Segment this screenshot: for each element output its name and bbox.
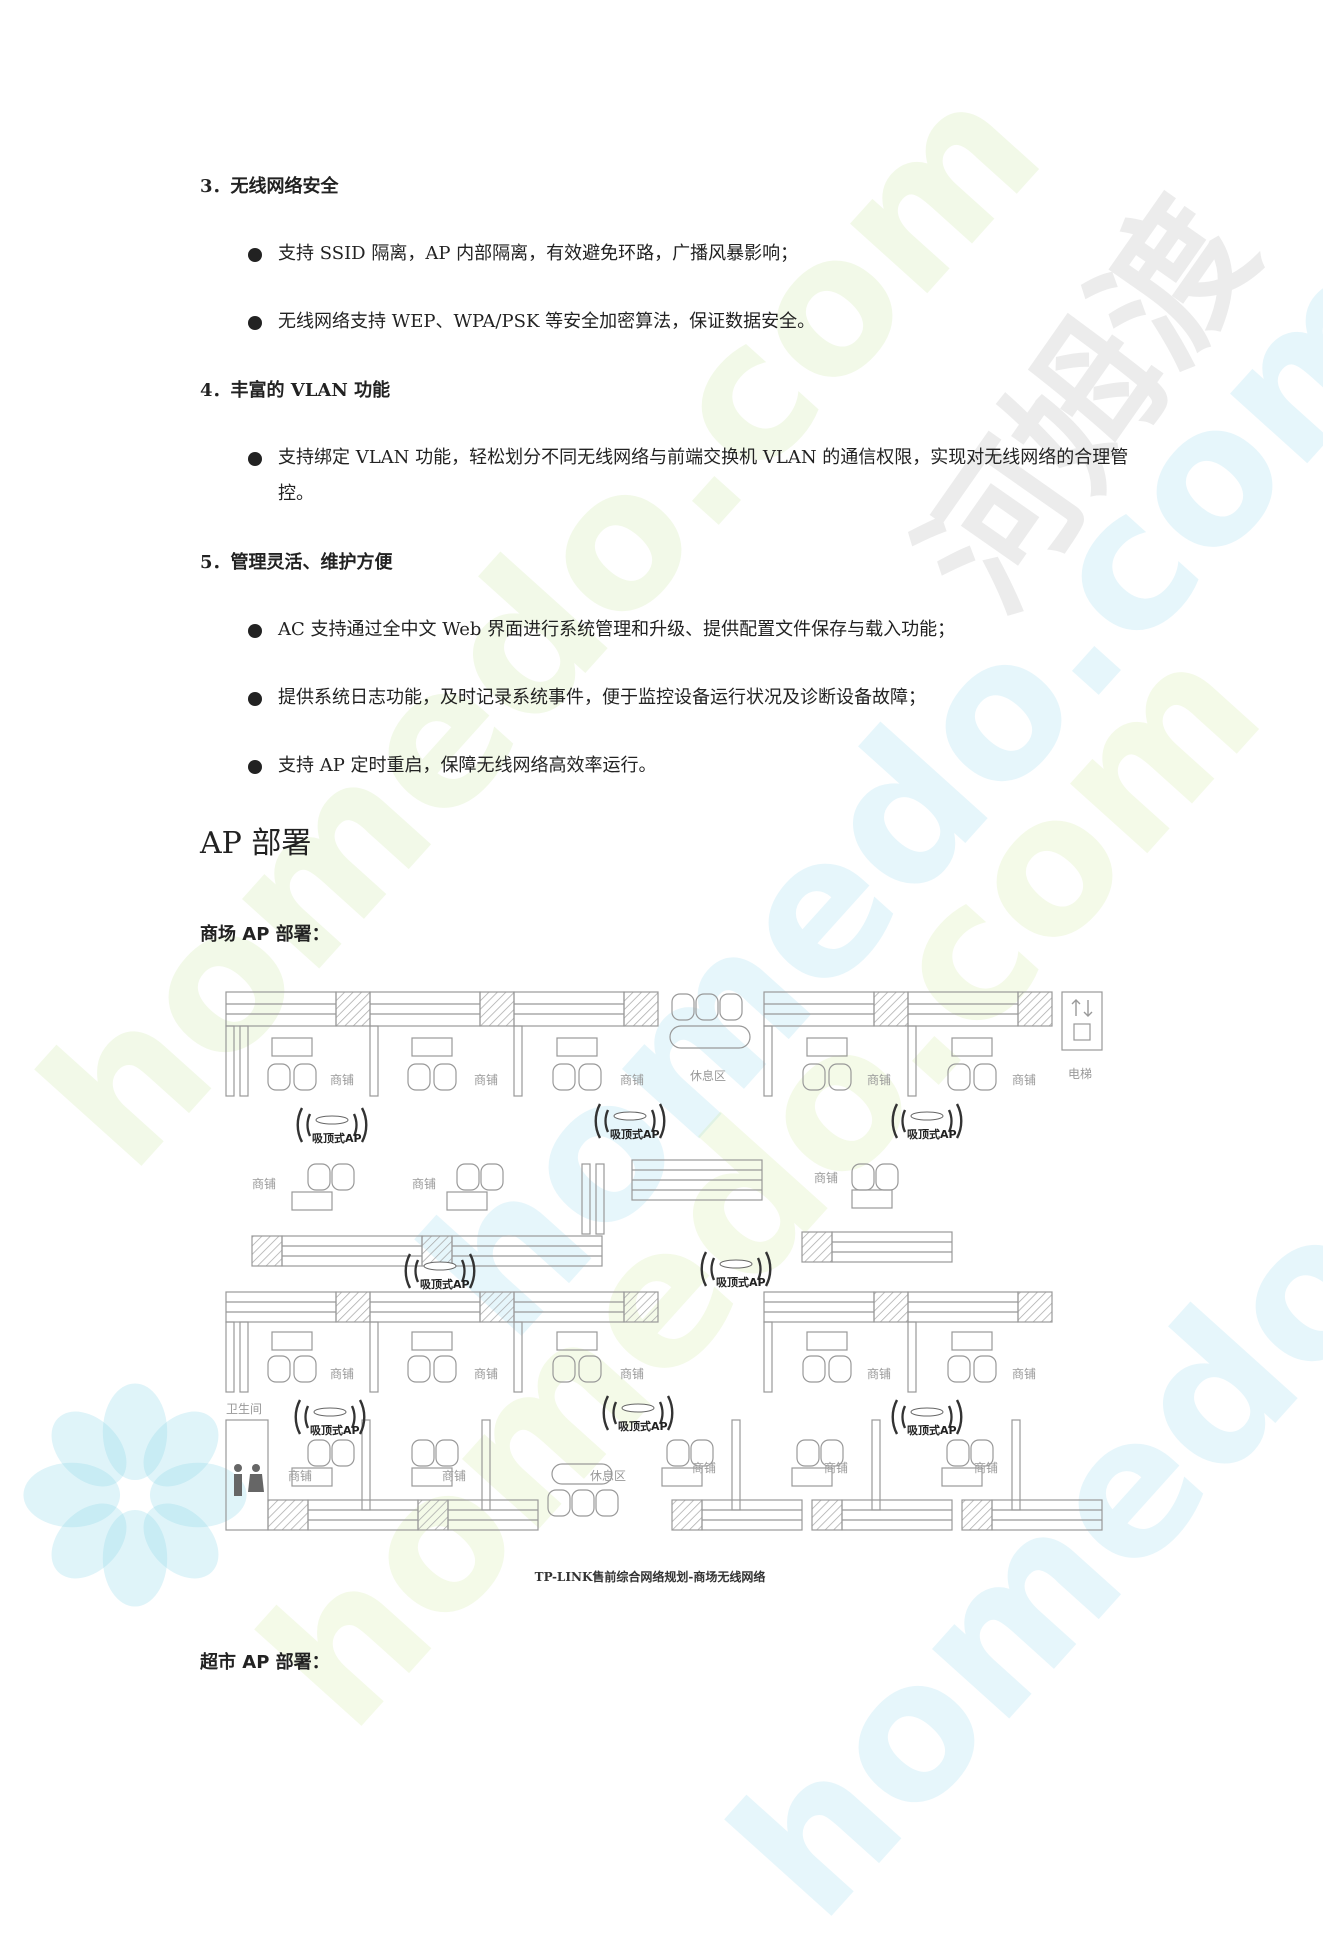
shop-label: 商铺 <box>620 1072 644 1087</box>
bullet-dot-icon <box>248 452 262 466</box>
shop-label: 商铺 <box>474 1366 498 1381</box>
ap-label: 吸顶式AP <box>420 1277 470 1291</box>
shop-label: 商铺 <box>330 1366 354 1381</box>
shop-label: 商铺 <box>814 1170 838 1185</box>
shop-label: 商铺 <box>412 1176 436 1191</box>
shop-label: 商铺 <box>252 1176 276 1191</box>
mall-subtitle: 商场 AP 部署： <box>200 924 330 945</box>
section-heading: 5．管理灵活、维护方便 <box>200 552 393 573</box>
ap-marker: 吸顶式AP <box>891 1102 963 1141</box>
ap-label: 吸顶式AP <box>312 1131 362 1145</box>
ap-marker: 吸顶式AP <box>891 1398 963 1437</box>
ap-label: 吸顶式AP <box>716 1275 766 1289</box>
list-item-text: 支持绑定 VLAN 功能，轻松划分不同无线网络与前端交换机 VLAN 的通信权限… <box>278 447 1129 504</box>
ap-label: 吸顶式AP <box>610 1127 660 1141</box>
shop-label: 商铺 <box>824 1460 848 1475</box>
shop-label: 商铺 <box>442 1468 466 1483</box>
section-heading: 3．无线网络安全 <box>200 176 339 197</box>
rest-area-label: 休息区 <box>690 1068 726 1083</box>
ap-section-title: AP 部署 <box>200 826 312 861</box>
shop-label: 商铺 <box>288 1468 312 1483</box>
rest-area-label: 休息区 <box>590 1468 626 1483</box>
list-item-text: 提供系统日志功能，及时记录系统事件，便于监控设备运行状况及诊断设备故障； <box>278 687 926 708</box>
shop-label: 商铺 <box>620 1366 644 1381</box>
mall-floor-plan-figure: 商铺 商铺 商铺 商铺 商铺 休息区 电梯 商铺 商铺 商铺 商铺 商铺 商铺 … <box>225 991 1103 1531</box>
list-item: 支持绑定 VLAN 功能，轻松划分不同无线网络与前端交换机 VLAN 的通信权限… <box>248 440 1138 512</box>
ap-label: 吸顶式AP <box>907 1127 957 1141</box>
ap-label: 吸顶式AP <box>907 1423 957 1437</box>
toilet-people-icon <box>234 1464 264 1496</box>
list-item-text: AC 支持通过全中文 Web 界面进行系统管理和升级、提供配置文件保存与载入功能… <box>278 619 956 640</box>
elevator-label: 电梯 <box>1068 1067 1092 1081</box>
ap-marker: 吸顶式AP <box>404 1252 476 1291</box>
ap-marker: 吸顶式AP <box>594 1102 666 1141</box>
list-item-text: 支持 AP 定时重启，保障无线网络高效率运行。 <box>278 755 657 776</box>
list-item: AC 支持通过全中文 Web 界面进行系统管理和升级、提供配置文件保存与载入功能… <box>248 612 1138 648</box>
shop-label: 商铺 <box>692 1460 716 1475</box>
bullet-dot-icon <box>248 624 262 638</box>
bullet-dot-icon <box>248 248 262 262</box>
shop-label: 商铺 <box>867 1072 891 1087</box>
toilet-label: 卫生间 <box>226 1402 262 1416</box>
list-item: 支持 AP 定时重启，保障无线网络高效率运行。 <box>248 748 1138 784</box>
ap-marker: 吸顶式AP <box>294 1398 366 1437</box>
ap-marker: 吸顶式AP <box>700 1250 772 1289</box>
list-item-text: 无线网络支持 WEP、WPA/PSK 等安全加密算法，保证数据安全。 <box>278 311 816 332</box>
ap-marker: 吸顶式AP <box>602 1394 674 1433</box>
list-item: 无线网络支持 WEP、WPA/PSK 等安全加密算法，保证数据安全。 <box>248 304 1138 340</box>
watermark-text-cn: 河姆渡 <box>888 171 1290 640</box>
bullet-dot-icon <box>248 760 262 774</box>
bullet-dot-icon <box>248 692 262 706</box>
elevator-arrows-icon <box>1071 999 1093 1017</box>
ap-label: 吸顶式AP <box>618 1419 668 1433</box>
shop-label: 商铺 <box>1012 1366 1036 1381</box>
ap-label: 吸顶式AP <box>310 1423 360 1437</box>
list-item-text: 支持 SSID 隔离，AP 内部隔离，有效避免环路，广播风暴影响； <box>278 243 799 264</box>
shop-label: 商铺 <box>974 1460 998 1475</box>
ap-marker: 吸顶式AP <box>296 1106 368 1145</box>
shop-label: 商铺 <box>1012 1072 1036 1087</box>
shop-label: 商铺 <box>474 1072 498 1087</box>
section-heading: 4．丰富的 VLAN 功能 <box>200 380 391 401</box>
list-item: 支持 SSID 隔离，AP 内部隔离，有效避免环路，广播风暴影响； <box>248 236 1138 272</box>
shop-label: 商铺 <box>330 1072 354 1087</box>
list-item: 提供系统日志功能，及时记录系统事件，便于监控设备运行状况及诊断设备故障； <box>248 680 1138 716</box>
shop-label: 商铺 <box>867 1366 891 1381</box>
figure-caption: TP-LINK售前综合网络规划-商场无线网络 <box>534 1570 766 1584</box>
supermarket-subtitle: 超市 AP 部署： <box>200 1652 330 1673</box>
bullet-dot-icon <box>248 316 262 330</box>
